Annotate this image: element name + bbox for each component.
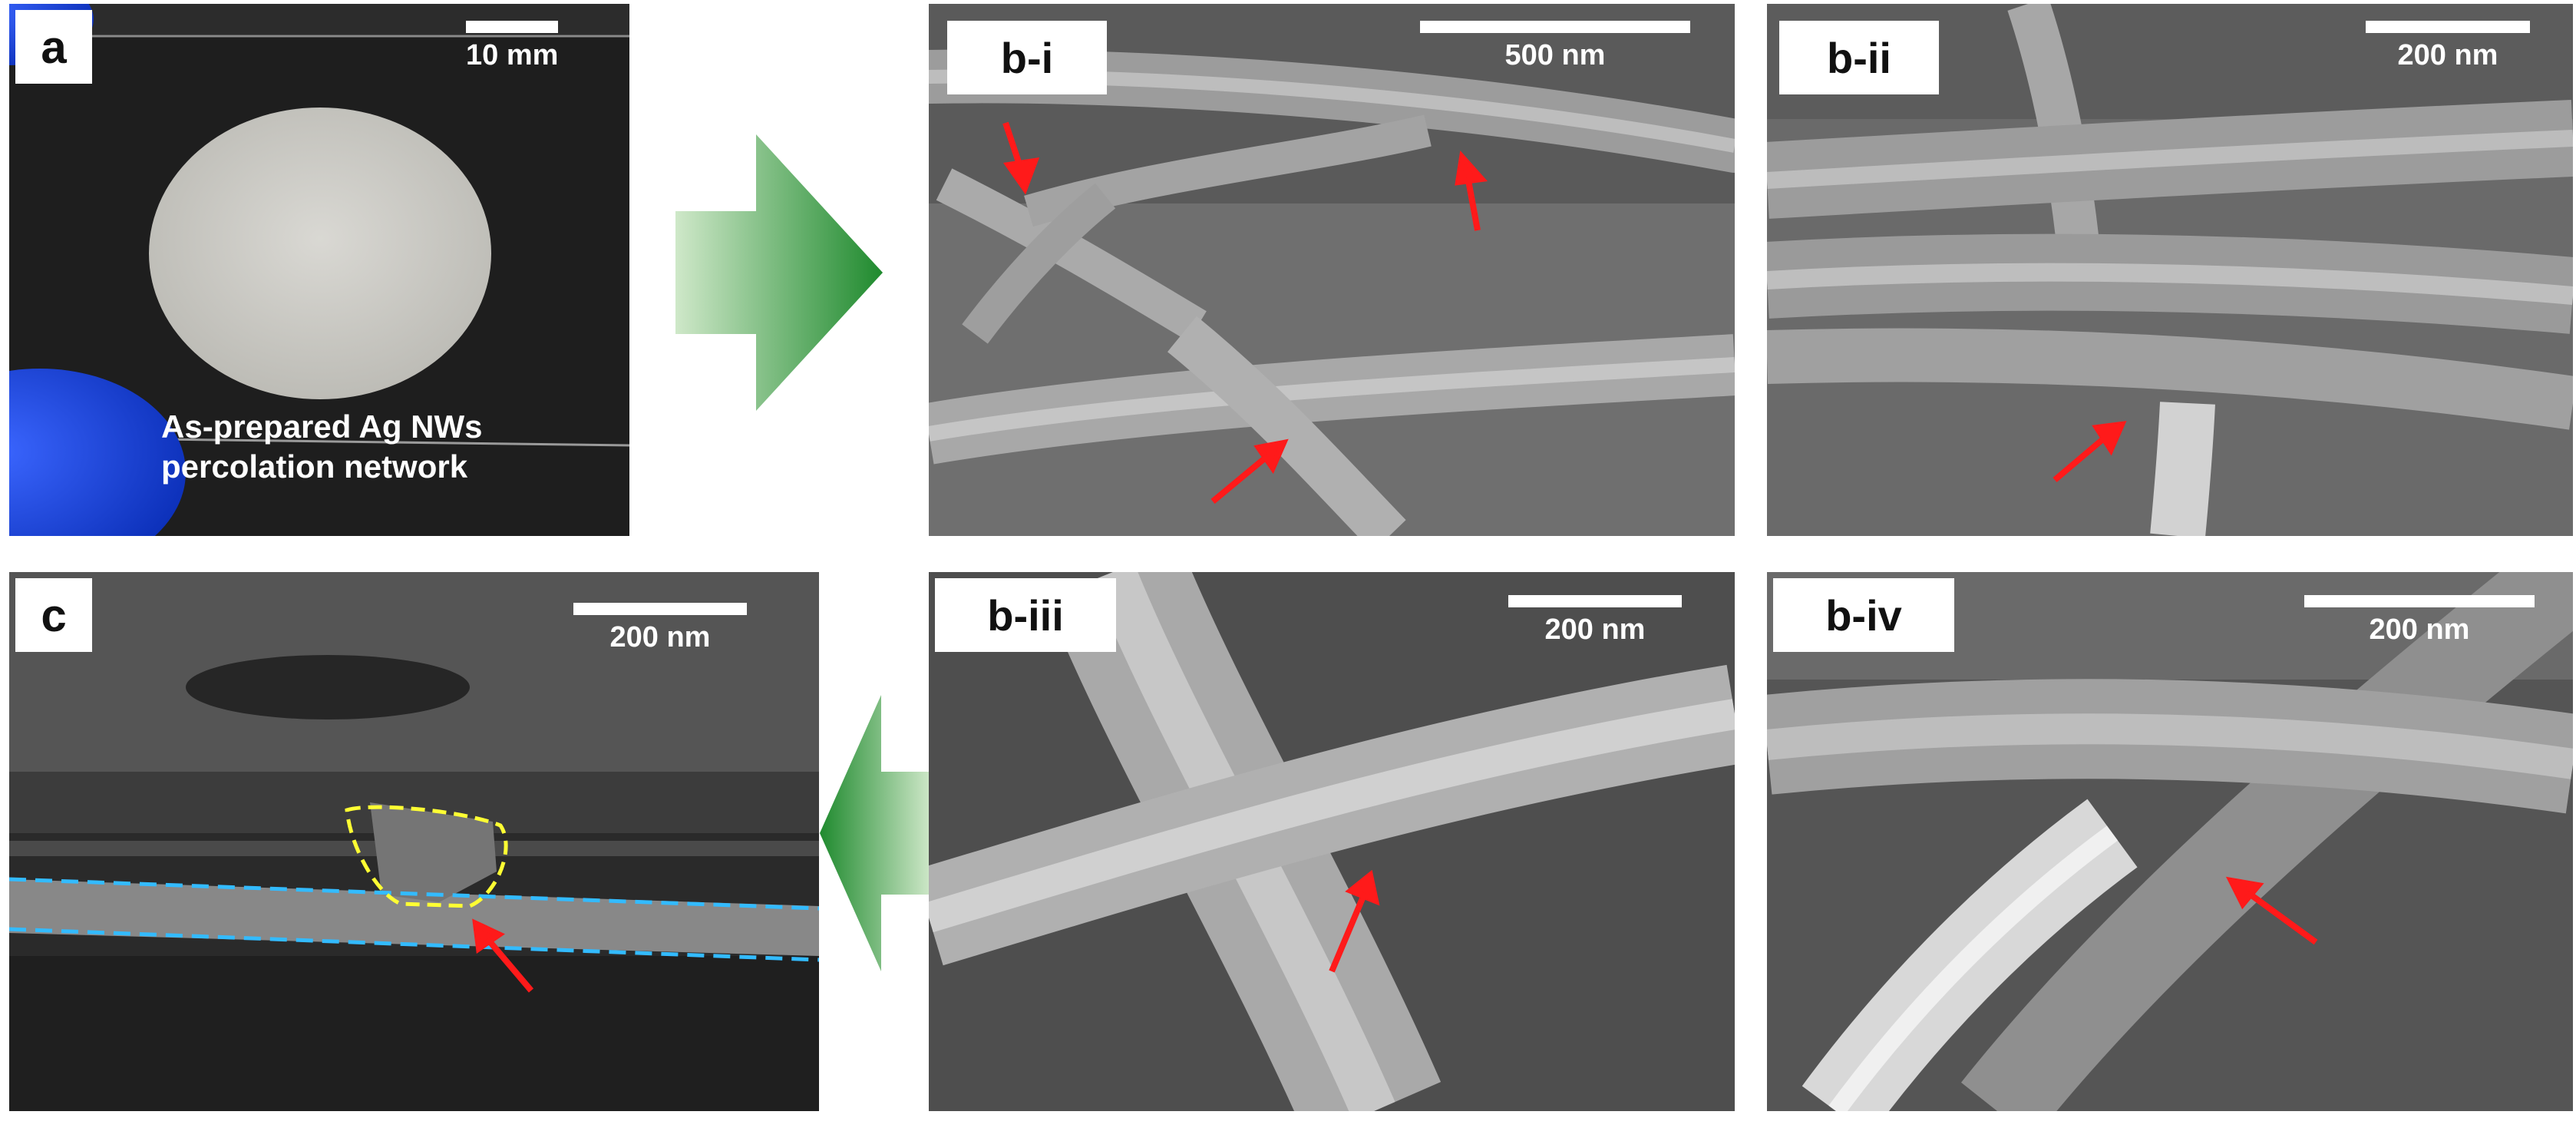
scale-bar: 200 nm: [2304, 595, 2535, 647]
sem-image-b-iv: [1767, 572, 2573, 1111]
panel-label: b-iii: [935, 578, 1116, 652]
scale-bar-label: 200 nm: [609, 621, 711, 653]
scale-bar-label: 200 nm: [1544, 614, 1646, 646]
panel-b-ii-sem: b-ii 200 nm: [1767, 4, 2573, 536]
annotation-overlay: [9, 805, 819, 993]
scale-bar-line: [1420, 21, 1690, 33]
panel-label: b-ii: [1779, 21, 1939, 94]
scale-bar-line: [2304, 595, 2535, 607]
panel-a-photo: a 10 mm As-prepared Ag NWs percolation n…: [9, 4, 629, 536]
scale-bar: 10 mm: [466, 21, 558, 72]
panel-c-sem-cross-section: c 200 nm: [9, 572, 819, 1111]
scale-bar: 200 nm: [1508, 595, 1682, 647]
photo-caption: As-prepared Ag NWs percolation network: [161, 407, 483, 487]
panel-b-iii-sem: b-iii 200 nm: [929, 572, 1735, 1111]
panel-label: b-iv: [1773, 578, 1954, 652]
flow-arrow-left-icon: [820, 695, 931, 971]
scale-bar: 200 nm: [2366, 21, 2530, 72]
scale-bar: 500 nm: [1420, 21, 1690, 72]
flow-arrow-right-icon: [675, 134, 883, 411]
scale-bar-label: 200 nm: [2369, 614, 2470, 646]
panel-label: b-i: [947, 21, 1107, 94]
scale-bar: 200 nm: [573, 603, 747, 654]
scale-bar-label: 200 nm: [2397, 39, 2498, 71]
panel-label: c: [15, 578, 92, 652]
caption-line: As-prepared Ag NWs: [161, 409, 483, 445]
scale-bar-line: [466, 21, 559, 33]
panel-label: a: [15, 10, 92, 84]
scale-bar-line: [1508, 595, 1682, 607]
scale-bar-line: [573, 603, 747, 615]
scale-bar-label: 10 mm: [466, 39, 559, 71]
scale-bar-line: [2366, 21, 2530, 33]
annotation-arrows: [1329, 869, 1380, 973]
sem-image-c: [9, 572, 819, 1111]
panel-b-i-sem: b-i 500 nm: [929, 4, 1735, 536]
scale-bar-label: 500 nm: [1504, 39, 1606, 71]
annotation-arrows: [1002, 121, 1488, 504]
annotation-arrows: [2225, 876, 2318, 945]
photo-ag-nw-film: [9, 4, 629, 536]
annotation-arrows: [2053, 421, 2127, 483]
sem-image-b-iii: [929, 572, 1735, 1111]
panel-b-iv-sem: b-iv 200 nm: [1767, 572, 2573, 1111]
caption-line: percolation network: [161, 448, 468, 485]
